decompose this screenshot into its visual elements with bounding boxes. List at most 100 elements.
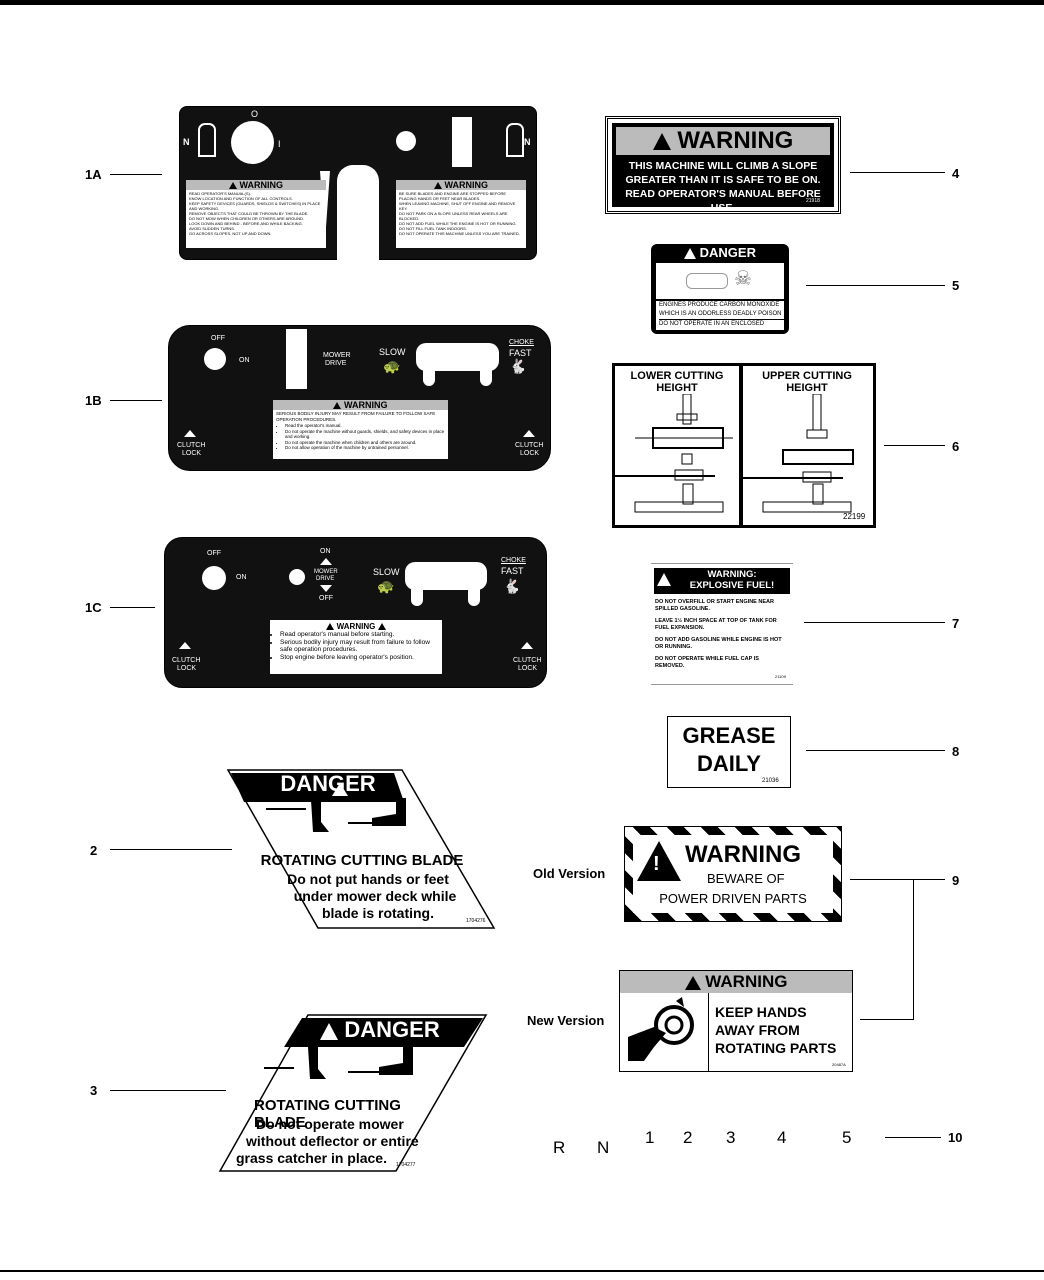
fast-label: FAST	[501, 566, 524, 576]
rabbit-icon: 🐇	[503, 578, 521, 594]
exhaust-fumes-icon	[686, 273, 728, 289]
list-item: READ OPERATOR'S MANUAL(S).	[189, 191, 251, 196]
choke-label: CHOKE	[509, 339, 534, 346]
list-item: DO NOT MOW WHEN CHILDREN OR OTHERS ARE A…	[189, 216, 305, 221]
decal-4-line: THIS MACHINE WILL CLIMB A SLOPE	[628, 160, 818, 172]
decal-1a: N O I N WARNING READ OPERATOR'S MANUAL(S…	[179, 106, 537, 265]
leader-1a	[110, 174, 162, 175]
mower-label: MOWER	[323, 352, 351, 359]
top-rule	[0, 0, 1044, 5]
key-switch-icon	[231, 121, 274, 164]
clutch-arrow-icon-right	[521, 642, 533, 649]
leader-10	[885, 1137, 941, 1138]
lower-height-diagram	[615, 394, 733, 513]
warning-title-1b: WARNING	[344, 400, 388, 410]
mower-drive-slot	[452, 117, 472, 167]
label-old-version: Old Version	[533, 866, 606, 881]
decal-5-line: DO NOT OPERATE IN AN ENCLOSED	[659, 319, 784, 329]
decal-5-title: DANGER	[699, 245, 756, 260]
decal-9-new: WARNING KEEP HANDS AWAY FROM ROTATING PA…	[619, 970, 853, 1072]
decal-7-line: LEAVE 1½ INCH SPACE AT TOP OF TANK FOR F…	[655, 618, 777, 631]
throttle-slot	[405, 562, 487, 590]
decal-5-text: ENGINES PRODUCE CARBON MONOXIDE WHICH IS…	[656, 301, 784, 330]
decal-8: GREASE DAILY 21036	[667, 716, 791, 788]
callout-8: 8	[952, 744, 960, 759]
callout-1b: 1B	[85, 393, 102, 408]
turtle-icon: 🐢	[383, 358, 401, 374]
list-item: DO NOT ADD FUEL WHILE THE ENGINE IS HOT …	[399, 221, 517, 226]
rotating-parts-hand-icon	[628, 997, 694, 1061]
leader-8	[806, 750, 945, 751]
lock-label-right: LOCK	[520, 450, 540, 457]
decal-4-text: THIS MACHINE WILL CLIMB A SLOPE GREATER …	[612, 159, 834, 215]
leader-1b	[110, 400, 162, 401]
decal-7: WARNING: EXPLOSIVE FUEL! DO NOT OVERFILL…	[651, 563, 793, 685]
warning-triangle-icon	[333, 402, 342, 410]
throttle-notch-left	[423, 366, 435, 386]
decal-9-old: ! WARNING BEWARE OF POWER DRIVEN PARTS	[624, 826, 842, 922]
skull-icon: ☠	[734, 268, 752, 290]
pto-down-arrow-icon	[320, 585, 332, 592]
drive-label: DRIVE	[316, 576, 335, 582]
decal-3-line: grass catcher in place.	[236, 1150, 387, 1166]
warning-header-1b: WARNING	[273, 400, 448, 410]
decal-9-new-text: KEEP HANDS AWAY FROM ROTATING PARTS	[715, 1003, 836, 1057]
warning-header-right: WARNING	[396, 180, 526, 190]
warning-box-left: WARNING READ OPERATOR'S MANUAL(S). KNOW …	[186, 180, 326, 248]
decal-2-code: 1704276	[466, 918, 486, 924]
list-item: Serious bodily injury may result from fa…	[280, 639, 442, 654]
gear-label-5: 5	[842, 1128, 852, 1147]
decal-8-code: 21036	[762, 778, 779, 784]
gear-label-3: 3	[726, 1128, 736, 1147]
list-item: KEEP SAFETY DEVICES (GUARDS, SHIELDS & S…	[189, 201, 321, 211]
clutch-label-left: CLUTCH	[177, 442, 206, 449]
decal-9-old-title: WARNING	[685, 841, 801, 868]
decal-8-text: GREASE DAILY	[668, 722, 790, 778]
list-item: Stop engine before leaving operator's po…	[280, 654, 442, 662]
decal-7-code: 21109	[775, 674, 786, 679]
leader-2	[110, 849, 232, 850]
decal-2-headline: ROTATING CUTTING BLADE	[260, 852, 464, 869]
bottom-rule	[0, 1270, 1044, 1272]
off-label: OFF	[211, 335, 225, 342]
callout-3: 3	[90, 1083, 98, 1098]
decal-9-new-line: AWAY FROM	[715, 1022, 800, 1038]
leader-7	[804, 622, 945, 623]
decal-9-new-title: WARNING	[705, 972, 788, 991]
decal-2-line: Do not put hands or feet	[287, 871, 449, 887]
decal-7-title: WARNING: EXPLOSIVE FUEL!	[676, 569, 788, 591]
throttle-notch-left	[411, 586, 423, 606]
list-item: WHEN LEAVING MACHINE, SHUT OFF ENGINE AN…	[399, 201, 516, 211]
decal-9-new-header: WARNING	[620, 971, 852, 993]
clutch-label-right: CLUTCH	[513, 657, 542, 664]
on-label: ON	[239, 357, 250, 364]
decal-6-divider	[739, 366, 743, 525]
danger-triangle-icon	[332, 783, 348, 796]
decal-7-text: DO NOT OVERFILL OR START ENGINE NEAR SPI…	[655, 599, 789, 670]
decal-7-header: WARNING: EXPLOSIVE FUEL!	[654, 568, 790, 594]
warning-title-left: WARNING	[239, 180, 284, 190]
list-item: Do not operate the machine without guard…	[285, 429, 448, 440]
leader-9-vertical	[913, 879, 914, 1020]
clutch-arrow-icon-right	[523, 430, 535, 437]
clutch-label-left: CLUTCH	[172, 657, 201, 664]
lock-label-right: LOCK	[518, 665, 538, 672]
danger-triangle-icon	[684, 248, 697, 260]
decal-2-line: blade is rotating.	[321, 905, 434, 921]
warning-triangle-icon	[657, 573, 671, 586]
clutch-arrow-icon-left	[179, 642, 191, 649]
decal-5: DANGER ☠ ENGINES PRODUCE CARBON MONOXIDE…	[651, 244, 789, 334]
lock-label-left: LOCK	[182, 450, 202, 457]
list-item: DO NOT FILL FUEL TANK INDOORS.	[399, 226, 467, 231]
clutch-arrow-icon-left	[184, 430, 196, 437]
list-item: DO NOT OPERATE THIS MACHINE UNLESS YOU A…	[399, 231, 520, 236]
gear-label-n: N	[597, 1138, 610, 1157]
slow-label: SLOW	[373, 567, 400, 577]
decal-3-code: 1704277	[396, 1162, 416, 1168]
fast-label: FAST	[509, 348, 532, 358]
decal-4: WARNING THIS MACHINE WILL CLIMB A SLOPE …	[605, 116, 841, 214]
gear-label-2: 2	[683, 1128, 693, 1147]
decal-7-title-line2: EXPLOSIVE FUEL!	[689, 580, 775, 591]
decal-5-pictogram: ☠	[656, 263, 784, 299]
decal-4-header: WARNING	[616, 127, 830, 155]
